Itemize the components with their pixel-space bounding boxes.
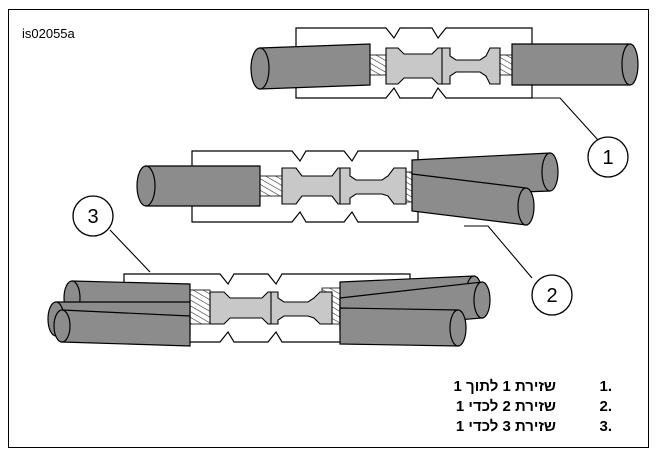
callout-2: 2: [531, 274, 573, 316]
legend-item-text: שזירת 2 לכדי 1: [455, 398, 556, 415]
callout-3-leader: [109, 229, 151, 273]
legend-item-number: 1.: [599, 378, 612, 395]
splice-1-connector: [385, 47, 501, 85]
splice-2-wire-left-end: [136, 165, 156, 207]
splice-3-into-1: [47, 273, 491, 347]
splice-1-wire-right: [511, 43, 631, 86]
splice-3-strands-left: [187, 289, 211, 325]
splice-3-wire-right-2-end: [473, 281, 491, 319]
splice-2-connector: [281, 167, 407, 205]
splice-1-wire-left-end: [250, 47, 270, 90]
splice-1-wire-left: [259, 43, 371, 90]
splice-3-wire-right-3-end: [449, 309, 467, 347]
splice-2-wire-right-bottom-end: [517, 187, 535, 226]
splice-2-wire-right-top-end: [541, 152, 559, 192]
splice-1-wire-right-end: [621, 43, 639, 86]
splice-1-into-1: [250, 27, 639, 99]
legend-item: שזירת 2 לכדי 1 2.: [454, 398, 612, 418]
callout-3-number: 3: [87, 206, 98, 228]
figure-id-label: is02055a: [22, 26, 75, 41]
legend-item-text: שזירת 1 לתוך 1: [453, 378, 556, 395]
splice-2-into-1: [136, 150, 559, 226]
callout-1: 1: [587, 136, 629, 178]
legend-item: שזירת 1 לתוך 1 1.: [454, 378, 612, 398]
callout-2-number: 2: [546, 285, 557, 307]
callout-1-number: 1: [602, 147, 613, 169]
legend-item: שזירת 3 לכדי 1 3.: [454, 418, 612, 438]
splice-2-strands-left: [257, 175, 283, 197]
legend: שזירת 1 לתוך 1 1. שזירת 2 לכדי 1 2. שזיר…: [454, 378, 612, 438]
legend-item-text: שזירת 3 לכדי 1: [455, 418, 556, 435]
splice-2-wire-left: [145, 165, 261, 207]
splice-3-wire-left-3: [61, 309, 191, 347]
callout-2-leader: [464, 225, 533, 279]
splice-3-wire-right-3: [339, 307, 459, 347]
callout-3: 3: [72, 195, 114, 237]
legend-item-number: 3.: [599, 418, 612, 435]
legend-item-number: 2.: [599, 398, 612, 415]
splice-3-wire-left-3-end: [53, 309, 71, 343]
callout-1-leader: [532, 97, 599, 141]
